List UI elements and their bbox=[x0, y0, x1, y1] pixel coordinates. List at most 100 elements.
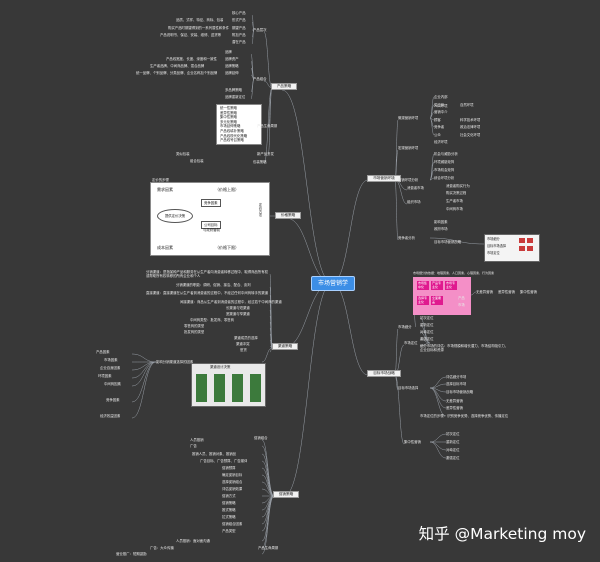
product-level[interactable]: 产品层次 bbox=[253, 28, 267, 32]
mix-item-1[interactable]: 品牌 bbox=[225, 50, 232, 54]
mix-item-5[interactable]: 多品牌策略 bbox=[225, 88, 242, 92]
market-macro-1: 人口环境 bbox=[434, 104, 448, 108]
target-matrix-cell-5: 全面覆盖 bbox=[431, 296, 443, 306]
price-title[interactable]: 定价的步骤 bbox=[152, 178, 169, 182]
market-comp-1: 影响因素 bbox=[434, 220, 448, 224]
channel-line-5[interactable]: 长渠道与短渠道 bbox=[226, 306, 250, 310]
promo-list-3[interactable]: 选择促销组合 bbox=[222, 480, 243, 484]
target-select-3: 目标市场营销战略 bbox=[446, 390, 474, 394]
pkg-item-1: 类似包装 bbox=[176, 152, 190, 156]
channel-line-12[interactable]: 窜货 bbox=[240, 348, 247, 352]
target-pos-4: 避强定位 bbox=[420, 337, 434, 341]
link-market-5 bbox=[394, 179, 399, 241]
market-org-2: 中间商市场 bbox=[446, 207, 463, 211]
price-h: 成本因素 bbox=[157, 245, 173, 250]
target-extra-4: 对峙定位 bbox=[446, 448, 460, 452]
promo-list-1[interactable]: 促销预算 bbox=[222, 466, 236, 470]
link-extra-3 bbox=[429, 441, 447, 459]
market-micro[interactable]: 微观营销环境 bbox=[398, 116, 419, 120]
product-detail-3: 产品说明书、保证、安装、维修、送货等 bbox=[160, 33, 222, 37]
target-matrix-axis-2: 市场 bbox=[458, 303, 465, 307]
market-comp[interactable]: 竞争者分析 bbox=[398, 236, 415, 240]
market-org[interactable]: 组织市场 bbox=[407, 200, 421, 204]
product-new[interactable]: 新产品开发 bbox=[257, 152, 274, 156]
market-micro-1: 企业内部 bbox=[434, 95, 448, 99]
promo-list-4[interactable]: 评估促销效果 bbox=[222, 487, 243, 491]
market-consumer[interactable]: 消费者市场 bbox=[407, 186, 424, 190]
market-analysis[interactable]: 营销环境分析 bbox=[398, 178, 419, 182]
promo-list-7[interactable]: 推式策略 bbox=[222, 508, 236, 512]
product-potential[interactable]: 潜在产品 bbox=[232, 40, 246, 44]
promo-list-9[interactable]: 促销组合因素 bbox=[222, 522, 243, 526]
target-select[interactable]: 目标市场选择 bbox=[398, 386, 419, 390]
link-mix-5 bbox=[250, 78, 255, 100]
target-strategy-3[interactable]: 集中性营销 bbox=[520, 290, 537, 294]
market-table-cell-2 bbox=[527, 238, 533, 243]
product-life[interactable]: 产品生命周期 bbox=[257, 124, 278, 128]
target-extra-5: 避强定位 bbox=[446, 456, 460, 460]
channel-line-10[interactable]: 渠道成员的选择 bbox=[234, 336, 258, 340]
target-seg[interactable]: 市场细分 bbox=[398, 325, 412, 329]
branch-channel[interactable]: 渠道策略 bbox=[272, 343, 298, 350]
channel-step-2 bbox=[214, 374, 225, 402]
price-e: 与政府管制 bbox=[203, 228, 220, 232]
market-micro-2: 供应商 bbox=[434, 103, 445, 107]
brand-strategy-list: 统一性策略差异性策略 集中性策略多元化策略 市场延伸策略产品线填补策略 产品线现… bbox=[216, 104, 262, 145]
target-strategy-2[interactable]: 差异性营销 bbox=[498, 290, 515, 294]
channel-sub-6: 竞争因素 bbox=[106, 398, 120, 402]
link-level-4 bbox=[251, 29, 255, 45]
pkg-item-2: 组合包装 bbox=[190, 159, 204, 163]
branch-price[interactable]: 价格策略 bbox=[275, 212, 301, 219]
product-core[interactable]: 核心产品 bbox=[232, 11, 246, 15]
link-promo-2 bbox=[261, 453, 275, 497]
promo-list-5[interactable]: 促销方式 bbox=[222, 494, 236, 498]
mix-item-3[interactable]: 品牌策略 bbox=[225, 64, 239, 68]
branch-product[interactable]: 产品策略 bbox=[271, 83, 297, 90]
target-extra-1[interactable]: 集中性营销 bbox=[404, 440, 421, 444]
product-augmented[interactable]: 附加产品 bbox=[232, 33, 246, 37]
link-product-4 bbox=[263, 87, 273, 165]
promo-list-6[interactable]: 促销策略 bbox=[222, 501, 236, 505]
link-target-0 bbox=[394, 328, 399, 376]
channel-line-6[interactable]: 宽渠道与窄渠道 bbox=[226, 312, 250, 316]
mix-detail-3: 统一品牌、个别品牌、分类品牌、企业名称加个别品牌 bbox=[136, 71, 218, 75]
channel-step-4 bbox=[250, 374, 261, 402]
mix-item-2[interactable]: 品牌资产 bbox=[225, 57, 239, 61]
product-mix[interactable]: 产品组合 bbox=[253, 77, 267, 81]
promo-list-2[interactable]: 确定促销目标 bbox=[222, 473, 243, 477]
target-position[interactable]: 市场定位 bbox=[404, 341, 418, 345]
product-pkg[interactable]: 包装策略 bbox=[253, 160, 267, 164]
promo-list-10[interactable]: 产品类型 bbox=[222, 529, 236, 533]
branch-promo[interactable]: 促销策略 bbox=[273, 491, 299, 498]
target-pos-1: 初次定位 bbox=[420, 316, 434, 320]
mix-item-4[interactable]: 品牌延伸 bbox=[225, 71, 239, 75]
target-detail-1: 细分市场的评估：市场规模和增长潜力、市场结构吸引力、企业目标和资源 bbox=[420, 344, 509, 352]
target-extra-3: 重新定位 bbox=[446, 440, 460, 444]
link-market-4 bbox=[394, 179, 408, 205]
price-f: 提供定价决策 bbox=[157, 209, 193, 223]
branch-target[interactable]: 目标市场战略 bbox=[367, 370, 401, 377]
target-matrix-cell-2: 产品专业化 bbox=[431, 281, 443, 291]
channel-line-8: 零售商的类型 bbox=[184, 324, 205, 328]
product-expected[interactable]: 期望产品 bbox=[232, 26, 246, 30]
target-strategy-1[interactable]: 无差异营销 bbox=[476, 290, 493, 294]
mix-item-6[interactable]: 品牌重新定位 bbox=[225, 95, 246, 99]
center-node[interactable]: 市场营销学 bbox=[311, 276, 355, 291]
branch-market[interactable]: 市场营销环境 bbox=[367, 175, 401, 182]
link-extra-0 bbox=[429, 433, 447, 443]
target-matrix-cell-1: 市场集中化 bbox=[417, 281, 429, 291]
price-d: 公司目标 bbox=[201, 221, 221, 229]
market-macro[interactable]: 宏观营销环境 bbox=[398, 146, 419, 150]
link-market-table bbox=[429, 237, 485, 245]
promo-bottom-label[interactable]: 产品生命周期 bbox=[258, 546, 279, 550]
product-form[interactable]: 形式产品 bbox=[232, 18, 246, 22]
target-pos-3: 对峙定位 bbox=[420, 330, 434, 334]
promo-bottom-3: 营业推广：短期激励 bbox=[116, 552, 147, 556]
promo-label[interactable]: 促销组合 bbox=[254, 436, 268, 440]
channel-sub[interactable]: 影响分销渠道选择的因素 bbox=[156, 360, 194, 364]
channel-line-11[interactable]: 渠道冲突 bbox=[236, 342, 250, 346]
market-analysis-3: 市场机会矩阵 bbox=[434, 168, 455, 172]
promo-list-8[interactable]: 拉式策略 bbox=[222, 515, 236, 519]
channel-line-9: 批发商的类型 bbox=[184, 330, 205, 334]
